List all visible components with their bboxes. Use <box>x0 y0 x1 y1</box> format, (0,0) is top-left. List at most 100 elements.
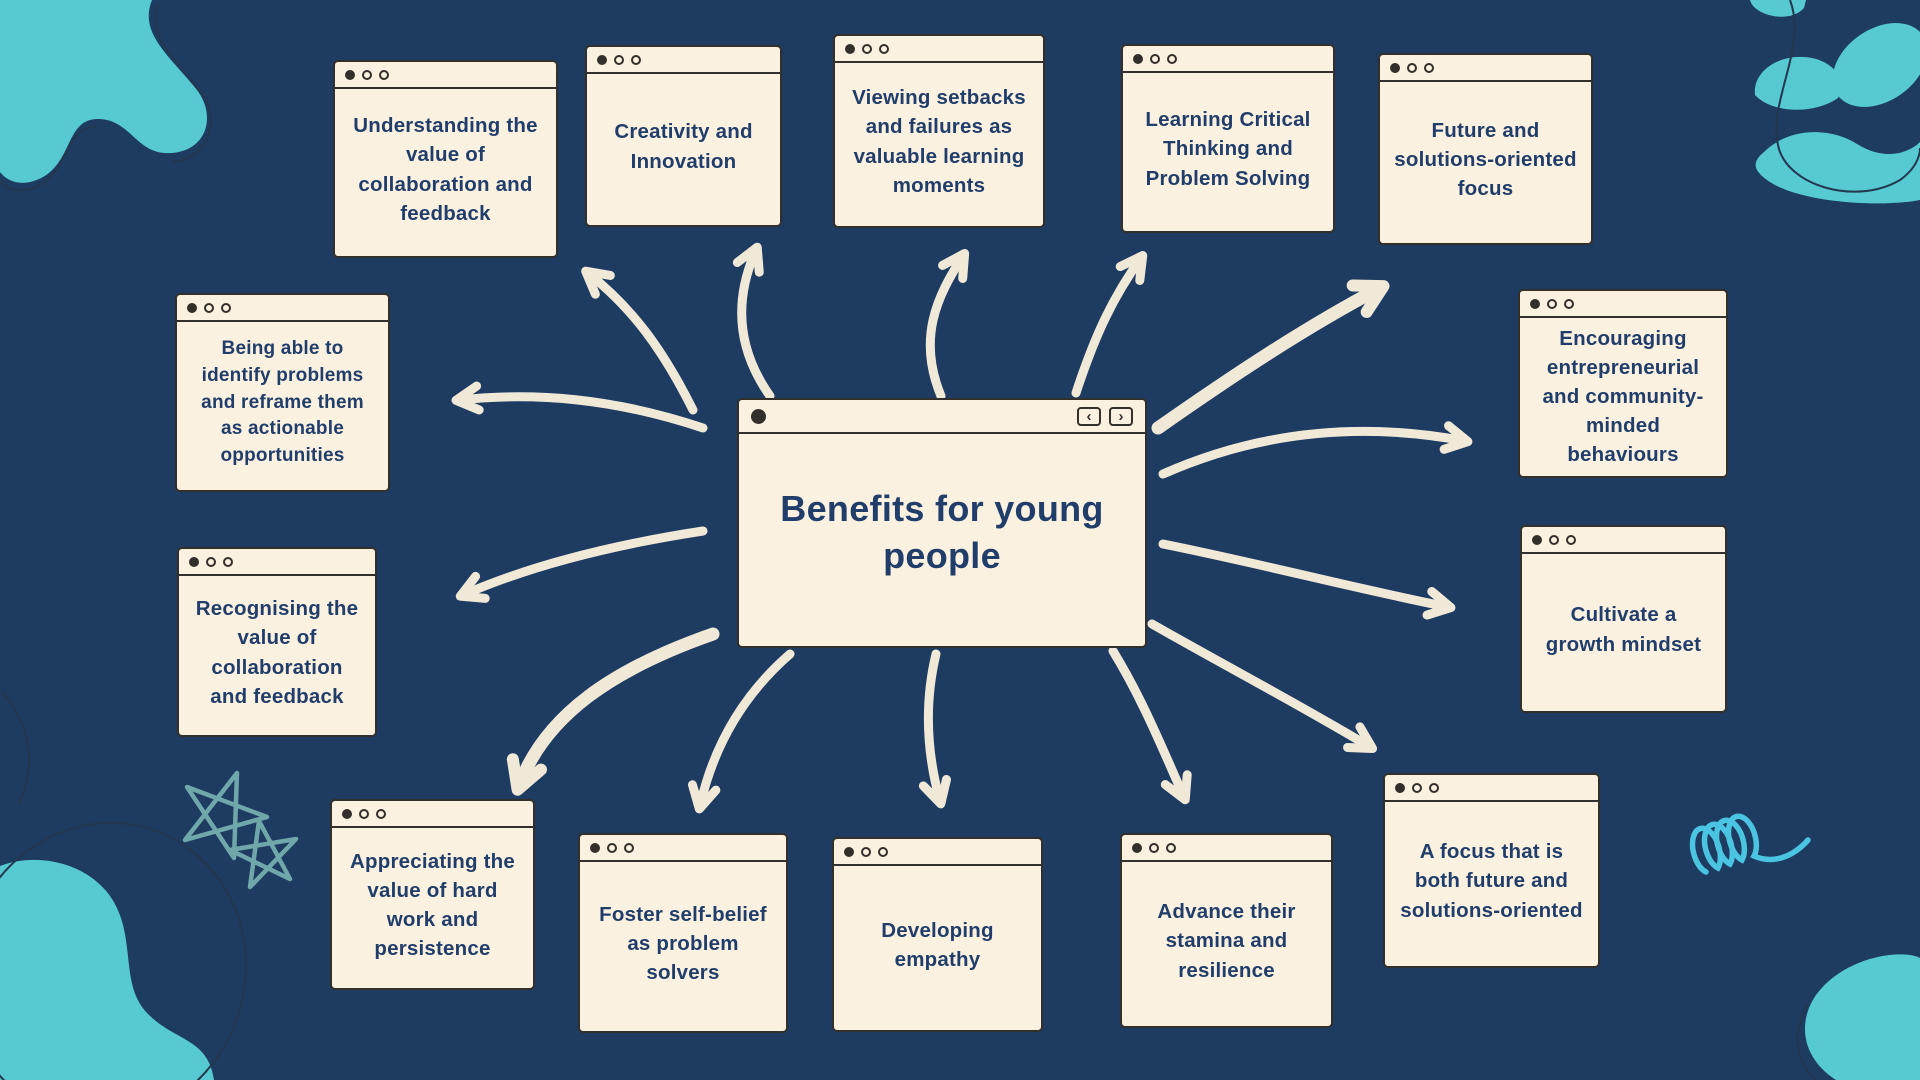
center-node-benefits: ‹ › Benefits for young people <box>737 398 1147 648</box>
window-dot-icon <box>1547 298 1557 309</box>
node-card-understanding-collaboration: Understanding the value of collaboration… <box>333 60 558 258</box>
window-titlebar <box>834 839 1041 866</box>
node-label: Recognising the value of collaboration a… <box>195 597 359 708</box>
center-window-titlebar: ‹ › <box>739 400 1145 434</box>
window-titlebar <box>1380 55 1591 82</box>
window-dot-icon <box>1532 534 1542 545</box>
window-dot-icon <box>751 408 766 424</box>
blob-bottom-left <box>0 691 247 1080</box>
node-card-entrepreneurial-behaviours: Encouraging entrepreneurial and communit… <box>1518 289 1728 478</box>
window-dot-icon <box>624 842 634 853</box>
back-button[interactable]: ‹ <box>1077 406 1101 426</box>
node-card-creativity-innovation: Creativity and Innovation <box>585 45 782 227</box>
arrow-to-creativity-innovation <box>732 242 775 401</box>
window-dot-icon <box>862 43 872 54</box>
window-dot-icon <box>379 69 389 80</box>
node-card-identify-problems: Being able to identify problems and refr… <box>175 293 390 492</box>
window-dot-icon <box>1424 62 1434 73</box>
arrow-to-hard-work-persistence <box>506 627 720 796</box>
arrow-to-recognising-collaboration <box>455 526 708 603</box>
window-dot-icon <box>1429 782 1439 793</box>
arrow-to-future-oriented-focus <box>1151 279 1390 435</box>
node-card-recognising-collaboration: Recognising the value of collaboration a… <box>177 547 377 737</box>
window-dot-icon <box>1407 62 1417 73</box>
blob-cluster-top-right <box>1750 0 1920 204</box>
node-label: Cultivate a growth mindset <box>1545 603 1702 656</box>
window-titlebar <box>835 36 1043 63</box>
window-titlebar <box>1385 775 1598 802</box>
window-titlebar <box>1520 291 1726 318</box>
window-dot-icon <box>1395 782 1405 793</box>
window-dot-icon <box>359 808 369 819</box>
node-label: Viewing setbacks and failures as valuabl… <box>852 86 1026 197</box>
window-dot-icon <box>345 69 355 80</box>
node-card-future-oriented-focus: Future and solutions-oriented focus <box>1378 53 1593 245</box>
node-label: Encouraging entrepreneurial and communit… <box>1542 327 1704 467</box>
arrow-to-identify-problems <box>451 381 708 433</box>
arrow-to-future-solutions-oriented <box>1147 619 1378 754</box>
window-dot-icon <box>187 302 197 313</box>
node-label: Understanding the value of collaboration… <box>353 114 538 225</box>
window-dot-icon <box>1132 842 1142 853</box>
window-dot-icon <box>844 846 854 857</box>
arrow-to-critical-thinking <box>1071 251 1148 398</box>
arrow-to-viewing-setbacks <box>925 248 970 401</box>
window-dot-icon <box>631 54 641 65</box>
window-dot-icon <box>597 54 607 65</box>
node-label: A focus that is both future and solution… <box>1400 840 1583 922</box>
window-titlebar <box>1522 527 1725 554</box>
window-dot-icon <box>614 54 624 65</box>
window-dot-icon <box>845 43 855 54</box>
window-dot-icon <box>223 556 233 567</box>
node-card-critical-thinking: Learning Critical Thinking and Problem S… <box>1121 44 1335 233</box>
window-dot-icon <box>879 43 889 54</box>
window-titlebar <box>1122 835 1331 862</box>
node-label: Creativity and Innovation <box>614 120 753 173</box>
center-title: Benefits for young people <box>780 488 1104 576</box>
node-card-viewing-setbacks: Viewing setbacks and failures as valuabl… <box>833 34 1045 228</box>
window-dot-icon <box>1149 842 1159 853</box>
node-card-hard-work-persistence: Appreciating the value of hard work and … <box>330 799 535 990</box>
window-dot-icon <box>1566 534 1576 545</box>
arrow-to-developing-empathy <box>918 649 952 809</box>
window-nav-buttons: ‹ › <box>1077 406 1133 426</box>
node-card-future-solutions-oriented: A focus that is both future and solution… <box>1383 773 1600 968</box>
window-titlebar <box>177 295 388 322</box>
window-dot-icon <box>342 808 352 819</box>
window-dot-icon <box>878 846 888 857</box>
window-dot-icon <box>1549 534 1559 545</box>
window-dot-icon <box>1412 782 1422 793</box>
window-dot-icon <box>1167 53 1177 64</box>
window-dot-icon <box>1564 298 1574 309</box>
node-card-developing-empathy: Developing empathy <box>832 837 1043 1032</box>
node-label: Developing empathy <box>881 918 994 971</box>
window-dot-icon <box>1133 53 1143 64</box>
node-label: Foster self-belief as problem solvers <box>599 902 767 985</box>
forward-button[interactable]: › <box>1109 406 1133 426</box>
node-label: Advance their stamina and resilience <box>1157 900 1296 982</box>
window-dot-icon <box>861 846 871 857</box>
window-dot-icon <box>206 556 216 567</box>
stars-doodle-icon <box>182 770 299 890</box>
window-dot-icon <box>204 302 214 313</box>
arrow-to-understanding-collaboration <box>581 266 698 415</box>
window-dot-icon <box>362 69 372 80</box>
window-titlebar <box>332 801 533 828</box>
node-label: Appreciating the value of hard work and … <box>350 849 515 961</box>
window-dot-icon <box>189 556 199 567</box>
arrow-to-growth-mindset <box>1158 539 1456 620</box>
window-titlebar <box>335 62 556 89</box>
node-label: Future and solutions-oriented focus <box>1394 118 1577 201</box>
window-dot-icon <box>221 302 231 313</box>
window-dot-icon <box>1166 842 1176 853</box>
window-titlebar <box>587 47 780 74</box>
blob-top-left <box>0 0 212 192</box>
node-card-self-belief: Foster self-belief as problem solvers <box>578 833 788 1033</box>
window-titlebar <box>179 549 375 576</box>
window-titlebar <box>580 835 786 862</box>
window-dot-icon <box>1530 298 1540 309</box>
node-card-growth-mindset: Cultivate a growth mindset <box>1520 525 1727 713</box>
window-dot-icon <box>1150 53 1160 64</box>
window-dot-icon <box>376 808 386 819</box>
arrow-to-self-belief <box>687 649 795 814</box>
